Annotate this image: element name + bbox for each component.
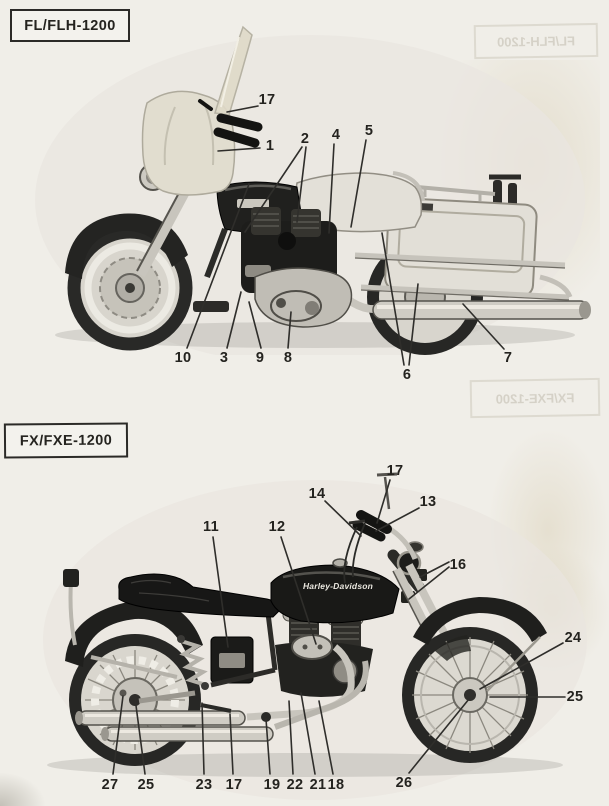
callout-number-12: 12 (268, 519, 286, 535)
fl-windshield (214, 25, 253, 116)
callout-number-13: 13 (419, 494, 437, 510)
callout-number-5: 5 (364, 123, 374, 139)
callout-number-4: 4 (331, 127, 341, 143)
fx-rear-fender (63, 569, 203, 679)
callout-number-17: 17 (258, 92, 276, 108)
fx-front-wheel (402, 627, 538, 763)
fx-shift-lever (200, 703, 232, 713)
fx-filler-cap (332, 558, 348, 568)
callout-number-26: 26 (395, 775, 413, 791)
fx-air-cleaner (291, 634, 333, 660)
callout-number-24: 24 (564, 630, 582, 646)
callout-number-2: 2 (300, 131, 310, 147)
callout-number-23: 23 (195, 777, 213, 793)
fl-floorboard (193, 301, 229, 312)
fl-front-fork (136, 190, 189, 278)
callout-number-16: 16 (449, 557, 467, 573)
fl-muffler (372, 300, 591, 320)
fx-seat (118, 573, 280, 618)
callout-number-19: 19 (263, 777, 281, 793)
fx-tank-logo: Harley-Davidson (303, 581, 373, 591)
model-label-fl-flh: FL/FLH-1200 (24, 17, 116, 34)
fl-tank-badge (237, 199, 269, 208)
callout-number-27: 27 (101, 777, 119, 793)
callout-number-14: 14 (308, 486, 326, 502)
model-label-box-fx-fxe: FX/FXE-1200 (3, 422, 129, 459)
callout-number-10: 10 (174, 350, 192, 366)
callout-number-17: 17 (225, 777, 243, 793)
callout-number-1: 1 (265, 138, 275, 154)
fx-footpeg (261, 712, 271, 722)
callout-number-22: 22 (286, 777, 304, 793)
fx-shock-absorber (177, 635, 209, 690)
callout-number-25: 25 (137, 777, 155, 793)
model-label-fx-fxe: FX/FXE-1200 (19, 432, 113, 449)
callout-number-6: 6 (402, 367, 412, 383)
callout-number-18: 18 (327, 777, 345, 793)
fl-fairing (141, 90, 236, 196)
fl-flh-motorcycle-photo (35, 25, 591, 355)
fx-battery-box (210, 636, 254, 684)
fx-sissy-bar (68, 580, 77, 646)
fl-primary-cover (254, 267, 353, 328)
callout-number-7: 7 (503, 350, 513, 366)
callout-number-17: 17 (386, 463, 404, 479)
fl-front-wheel (67, 225, 193, 351)
fl-handlebar-grips (198, 99, 263, 148)
callout-number-25: 25 (566, 689, 584, 705)
fl-front-fender (65, 213, 188, 279)
callout-number-11: 11 (203, 519, 219, 535)
callout-number-21: 21 (309, 777, 327, 793)
model-label-box-fl-flh: FL/FLH-1200 (10, 9, 130, 42)
bleedthrough-label-bottom: FX/FXE-1200 (469, 377, 601, 419)
callout-number-3: 3 (219, 350, 229, 366)
fx-fxe-motorcycle-photo: Harley-Davidson (43, 472, 587, 800)
fx-swingarm (138, 690, 196, 704)
callout-number-8: 8 (283, 350, 293, 366)
callout-number-9: 9 (255, 350, 265, 366)
